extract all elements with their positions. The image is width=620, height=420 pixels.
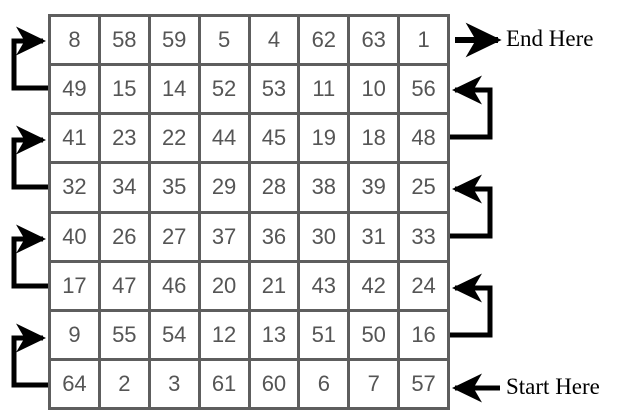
grid-cell: 10 [350, 66, 398, 113]
grid-cell: 56 [400, 66, 447, 113]
connector-right-row3-to-row2 [450, 75, 493, 140]
grid-cell: 20 [200, 262, 248, 309]
grid-cell: 42 [350, 262, 398, 309]
connector-left-row8-to-row7 [11, 323, 48, 388]
grid-cell: 17 [51, 262, 98, 309]
grid-cell: 1 [400, 17, 447, 64]
grid-cell: 39 [350, 164, 398, 211]
grid-cell: 18 [350, 115, 398, 162]
connector-left-row2-to-row1 [11, 26, 48, 91]
grid-cell: 33 [400, 213, 447, 260]
grid-cell: 48 [400, 115, 447, 162]
grid-cell: 11 [300, 66, 348, 113]
grid-cell: 35 [150, 164, 198, 211]
grid-cell: 62 [300, 17, 348, 64]
grid-cell: 55 [100, 311, 148, 358]
grid-cell: 41 [51, 115, 98, 162]
grid-cell: 53 [250, 66, 298, 113]
grid-cell: 19 [300, 115, 348, 162]
grid-cell: 28 [250, 164, 298, 211]
grid-cell: 31 [350, 213, 398, 260]
right-connectors [450, 75, 493, 338]
grid-cell: 29 [200, 164, 248, 211]
grid-cell: 24 [400, 262, 447, 309]
start-here-label: Start Here [506, 374, 600, 399]
grid-cell: 21 [250, 262, 298, 309]
grid-cell: 64 [51, 360, 98, 407]
grid-cell: 60 [250, 360, 298, 407]
grid-cell: 37 [200, 213, 248, 260]
grid-cell: 32 [51, 164, 98, 211]
connector-right-row5-to-row4 [450, 174, 493, 239]
grid-cell: 16 [400, 311, 447, 358]
grid-cell: 30 [300, 213, 348, 260]
grid-cell: 40 [51, 213, 98, 260]
grid-cell: 46 [150, 262, 198, 309]
grid-cell: 3 [150, 360, 198, 407]
connector-left-row4-to-row3 [11, 125, 48, 190]
left-connectors [11, 26, 48, 388]
grid-cell: 45 [250, 115, 298, 162]
grid-cell: 51 [300, 311, 348, 358]
grid-cell: 7 [350, 360, 398, 407]
grid-cell: 47 [100, 262, 148, 309]
grid-cell: 8 [51, 17, 98, 64]
connector-right-row7-to-row6 [450, 273, 493, 338]
end-here-label: End Here [506, 26, 594, 51]
grid-cell: 25 [400, 164, 447, 211]
grid-cell: 49 [51, 66, 98, 113]
connector-left-row6-to-row5 [11, 224, 48, 289]
grid-cell: 36 [250, 213, 298, 260]
grid-cell: 43 [300, 262, 348, 309]
grid-cell: 13 [250, 311, 298, 358]
grid-cell: 44 [200, 115, 248, 162]
grid-cell: 2 [100, 360, 148, 407]
grid-cell: 54 [150, 311, 198, 358]
grid-cell: 58 [100, 17, 148, 64]
grid-cell: 5 [200, 17, 248, 64]
grid-cell: 23 [100, 115, 148, 162]
grid-cell: 52 [200, 66, 248, 113]
grid-cell: 63 [350, 17, 398, 64]
grid-cell: 9 [51, 311, 98, 358]
grid-cell: 27 [150, 213, 198, 260]
grid-cell: 34 [100, 164, 148, 211]
grid-cell: 4 [250, 17, 298, 64]
grid-cell: 15 [100, 66, 148, 113]
grid-cell: 12 [200, 311, 248, 358]
grid-cell: 38 [300, 164, 348, 211]
grid-cell: 26 [100, 213, 148, 260]
grid-cell: 57 [400, 360, 447, 407]
grid-cell: 6 [300, 360, 348, 407]
grid-cell: 61 [200, 360, 248, 407]
grid-cell: 22 [150, 115, 198, 162]
grid-cell: 14 [150, 66, 198, 113]
grid-cell: 59 [150, 17, 198, 64]
grid-cell: 50 [350, 311, 398, 358]
